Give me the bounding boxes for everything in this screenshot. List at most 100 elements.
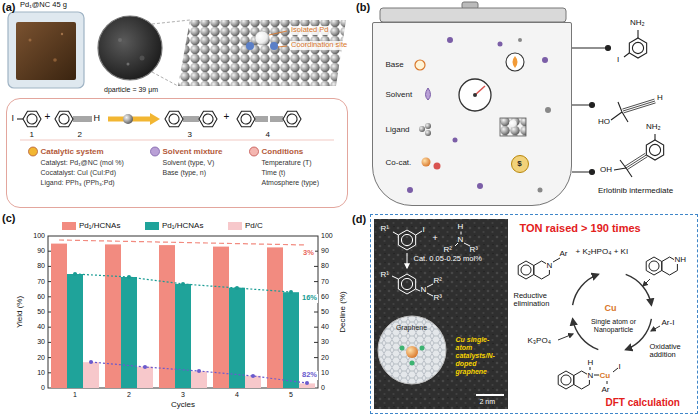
sample-label: Pd₁@NC 45 g (20, 1, 67, 10)
legend-text: Pd/C (245, 221, 263, 230)
sample-bag (16, 22, 76, 80)
sample-bag (29, 39, 32, 42)
y-tick-label: 0 (321, 384, 325, 392)
catalyst-particle (127, 63, 130, 66)
metal-label: Cu (605, 303, 617, 313)
yield-bars (105, 244, 121, 388)
catalyst-particle (118, 38, 122, 42)
tem-micrograph (420, 346, 425, 351)
decline-trends (59, 240, 309, 385)
yield-bars (51, 244, 67, 388)
decline-trends (143, 365, 147, 369)
legend-swatch (145, 222, 159, 230)
reaction-scheme (255, 117, 283, 121)
reagent-label: Ar-I (662, 318, 675, 327)
cycle-structures (518, 261, 534, 279)
decline-trends (251, 374, 255, 378)
molecule-structures (629, 38, 646, 58)
legend-text: Pd₁/HCNAs (162, 221, 203, 230)
legend-item: Pd₁/HCNAs (62, 221, 120, 230)
decline-trends (289, 290, 293, 294)
decline-trends (75, 274, 291, 292)
reactor-contents (415, 60, 425, 70)
legend-text: Pd₁/HCNAs (79, 221, 120, 230)
atom-label: R¹ (381, 270, 389, 279)
x-tick-label: 3 (181, 391, 185, 399)
legend-item: Pd/C (228, 221, 263, 230)
panel-label: (c) (2, 212, 15, 225)
decline-trends (73, 272, 77, 276)
tem-micrograph (374, 219, 508, 409)
decline-trends (235, 286, 239, 290)
cycle-structures (646, 257, 662, 275)
axis-title: Yield (%) (15, 296, 24, 328)
decline-value: 3% (302, 249, 315, 258)
cycle-structures (558, 371, 574, 389)
highlight-text: TON raised > 190 times (520, 222, 641, 235)
y-tick-label: 100 (33, 232, 45, 240)
x-tick-label: 1 (73, 391, 77, 399)
yield-bars (137, 367, 153, 388)
reaction-panel: I+H123+4Catalytic systemCatalyst: Pd₁@NC… (6, 98, 348, 208)
decline-trends (89, 360, 93, 364)
panel-label: (b) (356, 1, 370, 14)
atom-label: R² (444, 245, 452, 254)
reaction-scheme (17, 107, 303, 130)
decline-trends (59, 240, 307, 245)
atom-label: HO (598, 117, 610, 126)
x-tick-label: 5 (289, 391, 293, 399)
parameter-item: Catalyst: Pd₁@NC (mol %) (41, 159, 124, 167)
y-tick-label: 90 (37, 247, 45, 255)
y-tick-label: 10 (321, 369, 329, 377)
tem-micrograph (406, 346, 418, 358)
reactor-contents (475, 86, 485, 95)
cost-symbol: $ (517, 159, 521, 168)
atom-label: N (421, 285, 427, 294)
sample-bag (53, 58, 57, 62)
reaction-scheme (183, 117, 199, 121)
atom-label: H (458, 222, 464, 231)
reactor-leads (590, 170, 595, 175)
catalyst-particle (140, 56, 145, 61)
atom-label: H (588, 358, 594, 367)
reactor-leads (572, 48, 606, 172)
tem-reaction (398, 274, 415, 294)
catalyst-caption: Cu single-atom catalysts/N-doped graphen… (456, 336, 506, 376)
atom-label: R³ (470, 245, 478, 254)
y-tick-label: 70 (37, 278, 45, 286)
single-atom-sheet (178, 20, 346, 86)
reaction-arrow (123, 114, 133, 124)
sample-bag (8, 12, 84, 88)
chart-frame (314, 251, 318, 373)
parameter-icons (151, 147, 160, 156)
atom-label: H (657, 93, 663, 102)
atom-label: N (458, 235, 464, 244)
reactor-contents (407, 37, 551, 193)
parameter-item: Cocatalyst: CuI (CuI:Pd) (41, 169, 116, 177)
catalytic-cycle (558, 274, 660, 349)
catalytic-cycle (643, 279, 650, 286)
compound-number: 4 (266, 130, 270, 139)
reaction-scheme (17, 118, 23, 119)
atom-label: I (619, 362, 621, 371)
atom-label: Ar (602, 385, 610, 394)
reactor-contents (434, 163, 441, 170)
reaction-scheme (197, 107, 219, 130)
tem-micrograph (476, 394, 504, 396)
column-heading: Solvent mixture (163, 147, 223, 156)
reactor-body (380, 8, 566, 22)
reactor-leads (572, 46, 611, 175)
y-tick-label: 0 (41, 384, 45, 392)
molecule-structures (624, 30, 638, 57)
column-heading: Catalytic system (41, 147, 104, 156)
atom-label: H (94, 113, 101, 123)
reactor-contents (542, 57, 548, 63)
parameter-item: Time (t) (262, 169, 286, 177)
atom-label: OH (600, 165, 612, 174)
reactor-contents (506, 53, 524, 71)
reactor-contents (477, 183, 483, 189)
column-heading: Conditions (262, 147, 304, 156)
yield-bars (83, 362, 99, 388)
y-tick-label: 40 (37, 323, 45, 331)
